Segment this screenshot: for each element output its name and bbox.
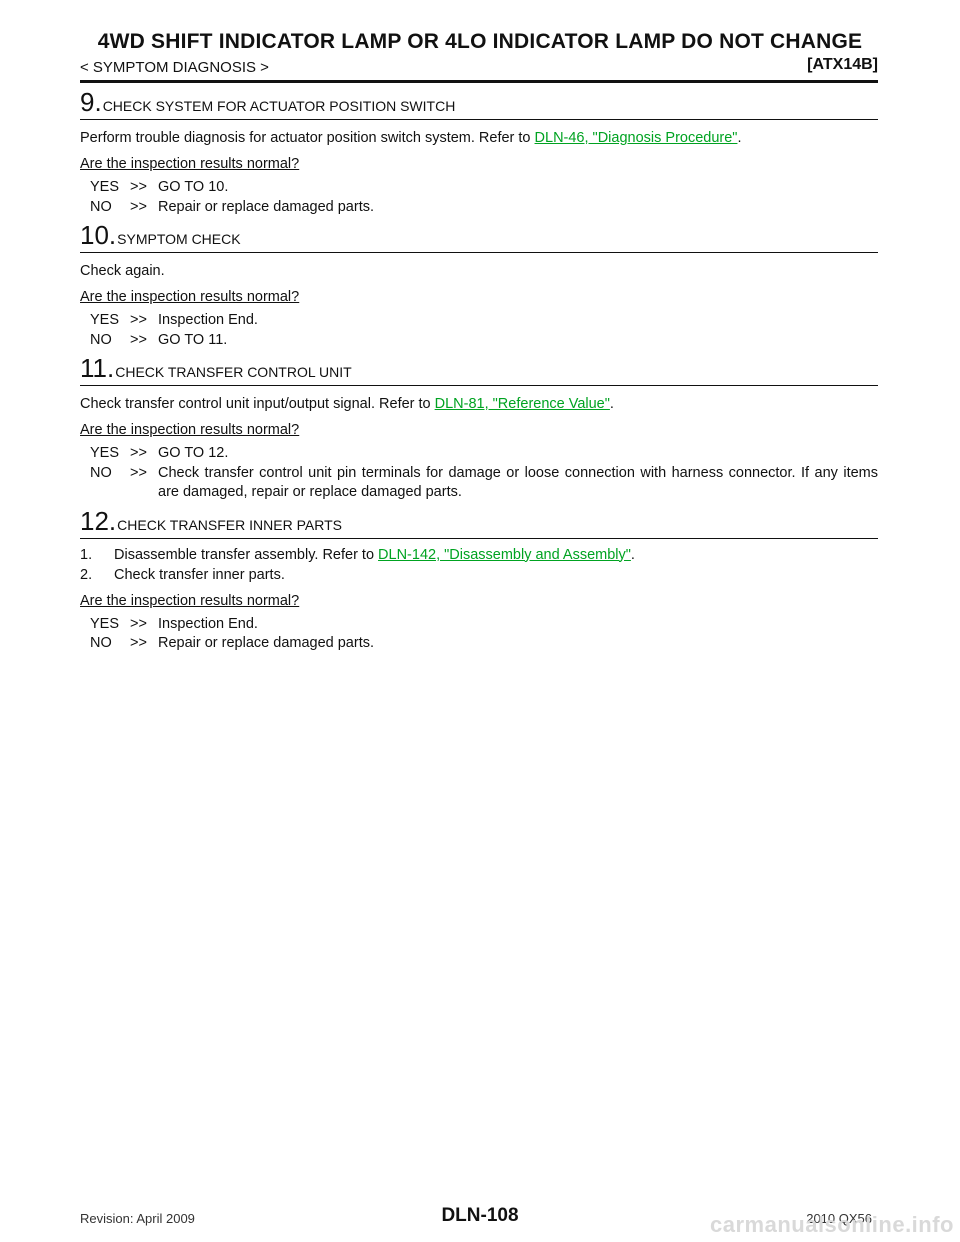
answer-text: Repair or replace damaged parts. (158, 198, 375, 215)
step-12: 12. CHECK TRANSFER INNER PARTS 1. Disass… (80, 507, 878, 654)
list-number: 2. (80, 566, 93, 583)
step-title: SYMPTOM CHECK (117, 231, 241, 247)
answer-list: YES >> GO TO 10. NO >> Repair or replace… (90, 178, 878, 217)
inspection-question: Are the inspection results normal? (80, 592, 300, 609)
answer-yes: YES >> GO TO 10. (90, 178, 878, 198)
answer-no: NO >> Check transfer control unit pin te… (90, 464, 878, 503)
step-heading: 12. CHECK TRANSFER INNER PARTS (80, 507, 878, 539)
answer-text: Inspection End. (158, 312, 258, 328)
answer-no: NO >> Repair or replace damaged parts. (90, 634, 878, 654)
reference-link[interactable]: DLN-46, "Diagnosis Procedure" (534, 130, 738, 146)
answer-text: Inspection End. (158, 615, 258, 632)
list-text: Disassemble transfer assembly. Refer to … (114, 545, 635, 565)
answer-text: Repair or replace damaged parts. (158, 635, 375, 651)
answer-arrow: >> (130, 331, 147, 348)
answer-list: YES >> Inspection End. NO >> GO TO 11. (90, 311, 878, 350)
step-instruction: Check transfer control unit input/output… (80, 394, 878, 414)
answer-yes: YES >> GO TO 12. (90, 444, 878, 464)
numbered-list: 1. Disassemble transfer assembly. Refer … (80, 545, 878, 585)
answer-arrow: >> (130, 312, 147, 328)
step-number: 9. (80, 87, 102, 117)
reference-link[interactable]: DLN-142, "Disassembly and Assembly" (378, 546, 631, 563)
instruction-end: . (737, 130, 742, 146)
answer-key: YES (90, 179, 120, 195)
step-11: 11. CHECK TRANSFER CONTROL UNIT Check tr… (80, 354, 878, 503)
header-rule (80, 80, 878, 83)
step-title: CHECK TRANSFER INNER PARTS (117, 516, 342, 533)
inspection-question: Are the inspection results normal? (80, 156, 300, 172)
revision-date: Revision: April 2009 (80, 1211, 195, 1226)
answer-key: YES (90, 615, 120, 632)
answer-key: YES (90, 445, 120, 461)
answer-arrow: >> (130, 615, 147, 632)
answer-arrow: >> (130, 198, 147, 215)
answer-arrow: >> (130, 464, 147, 481)
list-text: Check transfer inner parts. (114, 566, 285, 583)
answer-yes: YES >> Inspection End. (90, 615, 878, 635)
answer-arrow: >> (130, 445, 147, 461)
step-number: 12. (80, 505, 117, 536)
list-item: 1. Disassemble transfer assembly. Refer … (80, 545, 878, 565)
instruction-end: . (630, 546, 635, 563)
step-9: 9. CHECK SYSTEM FOR ACTUATOR POSITION SW… (80, 88, 878, 217)
step-heading: 9. CHECK SYSTEM FOR ACTUATOR POSITION SW… (80, 88, 878, 120)
answer-key: NO (90, 635, 112, 651)
answer-text: GO TO 10. (158, 179, 229, 195)
answer-text: GO TO 12. (158, 445, 229, 461)
answer-text: GO TO 11. (158, 331, 228, 348)
instruction-text: Check transfer control unit input/output… (80, 396, 435, 412)
inspection-question: Are the inspection results normal? (80, 289, 300, 305)
instruction-text: Perform trouble diagnosis for actuator p… (80, 130, 535, 146)
instruction-end: . (609, 396, 614, 412)
content: 9. CHECK SYSTEM FOR ACTUATOR POSITION SW… (80, 86, 878, 658)
answer-list: YES >> GO TO 12. NO >> Check transfer co… (90, 444, 878, 503)
step-title: CHECK TRANSFER CONTROL UNIT (115, 364, 352, 380)
page-number: DLN-108 (441, 1205, 519, 1226)
step-instruction: Check again. (80, 263, 165, 279)
step-heading: 11. CHECK TRANSFER CONTROL UNIT (80, 354, 878, 386)
vehicle-model: 2010 QX56 (806, 1211, 872, 1226)
answer-key: NO (90, 198, 112, 215)
answer-key: NO (90, 464, 112, 481)
answer-text: Check transfer control unit pin terminal… (158, 464, 878, 501)
step-number: 10. (80, 220, 117, 250)
answer-arrow: >> (130, 635, 147, 651)
reference-link[interactable]: DLN-81, "Reference Value" (434, 396, 610, 412)
inspection-question: Are the inspection results normal? (80, 422, 300, 438)
step-instruction: Perform trouble diagnosis for actuator p… (80, 128, 878, 148)
list-number: 1. (80, 546, 93, 563)
answer-no: NO >> Repair or replace damaged parts. (90, 198, 878, 218)
doc-code: [ATX14B] (807, 56, 878, 73)
answer-list: YES >> Inspection End. NO >> Repair or r… (90, 615, 878, 654)
watermark: carmanualsonline.info (710, 1212, 954, 1237)
answer-key: NO (90, 331, 112, 348)
instruction-text: Disassemble transfer assembly. Refer to (114, 546, 379, 563)
step-number: 11. (80, 353, 115, 383)
step-title: CHECK SYSTEM FOR ACTUATOR POSITION SWITC… (102, 98, 456, 114)
answer-yes: YES >> Inspection End. (90, 311, 878, 331)
answer-key: YES (90, 312, 120, 328)
list-item: 2. Check transfer inner parts. (80, 565, 878, 585)
breadcrumb: < SYMPTOM DIAGNOSIS > (80, 59, 269, 76)
answer-arrow: >> (130, 179, 147, 195)
page-title: 4WD SHIFT INDICATOR LAMP OR 4LO INDICATO… (97, 30, 863, 53)
step-heading: 10. SYMPTOM CHECK (80, 221, 878, 253)
step-10: 10. SYMPTOM CHECK Check again. Are the i… (80, 221, 878, 350)
answer-no: NO >> GO TO 11. (90, 331, 878, 351)
